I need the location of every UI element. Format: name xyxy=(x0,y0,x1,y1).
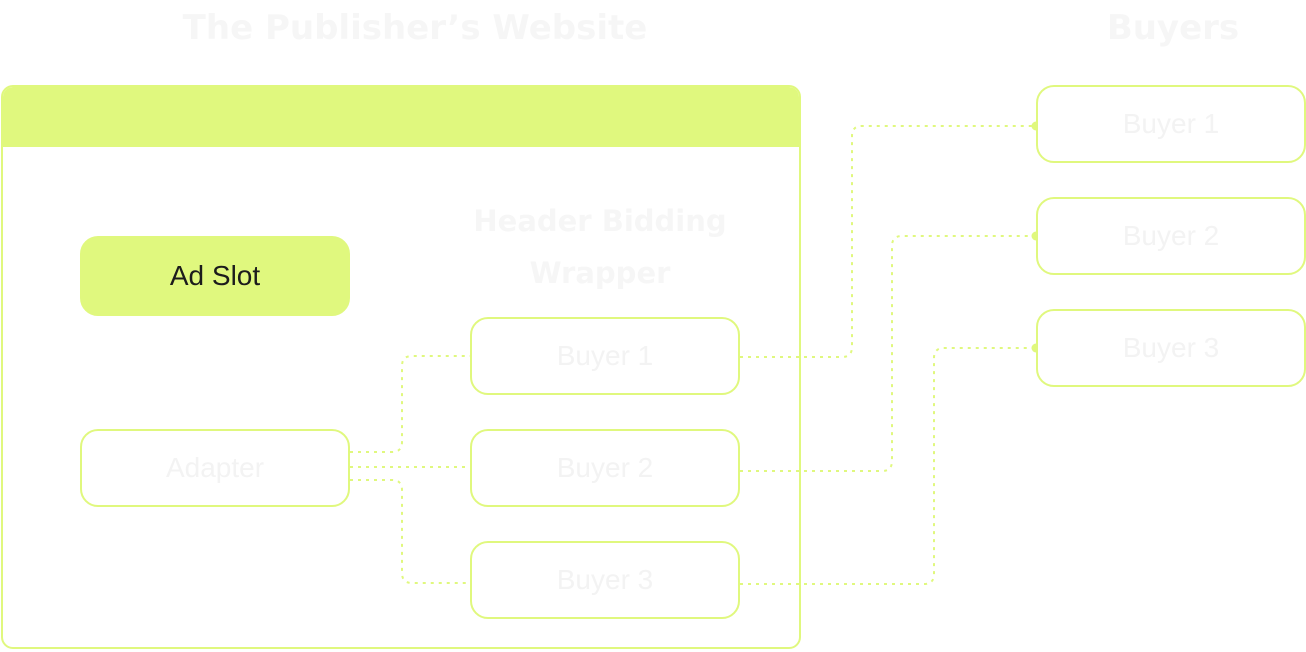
buyers-title: Buyers xyxy=(1106,8,1240,48)
external-buyer-1-box: Buyer 1 xyxy=(1036,85,1306,163)
header-bidding-wrapper-label: Header Bidding Wrapper xyxy=(473,204,727,290)
connector-adapter-buyer-1 xyxy=(350,355,470,453)
connector-wrapper-buyer-1-external xyxy=(740,125,1036,358)
external-buyer-2-box: Buyer 2 xyxy=(1036,197,1306,275)
wrapper-buyer-3-box: Buyer 3 xyxy=(470,541,740,619)
ad-slot-box: Ad Slot xyxy=(80,236,350,316)
wrapper-buyer-2-box: Buyer 2 xyxy=(470,429,740,507)
publisher-website-window xyxy=(1,85,801,649)
wrapper-buyer-1-box: Buyer 1 xyxy=(470,317,740,395)
connector-wrapper-buyer-3-external xyxy=(740,347,1036,585)
publisher-website-title: The Publisher’s Website xyxy=(182,8,648,48)
browser-title-bar xyxy=(3,87,799,147)
connector-wrapper-buyer-2-external xyxy=(740,235,1036,472)
external-buyer-3-box: Buyer 3 xyxy=(1036,309,1306,387)
connector-adapter-buyer-3 xyxy=(350,479,470,584)
adapter-box: Adapter xyxy=(80,429,350,507)
